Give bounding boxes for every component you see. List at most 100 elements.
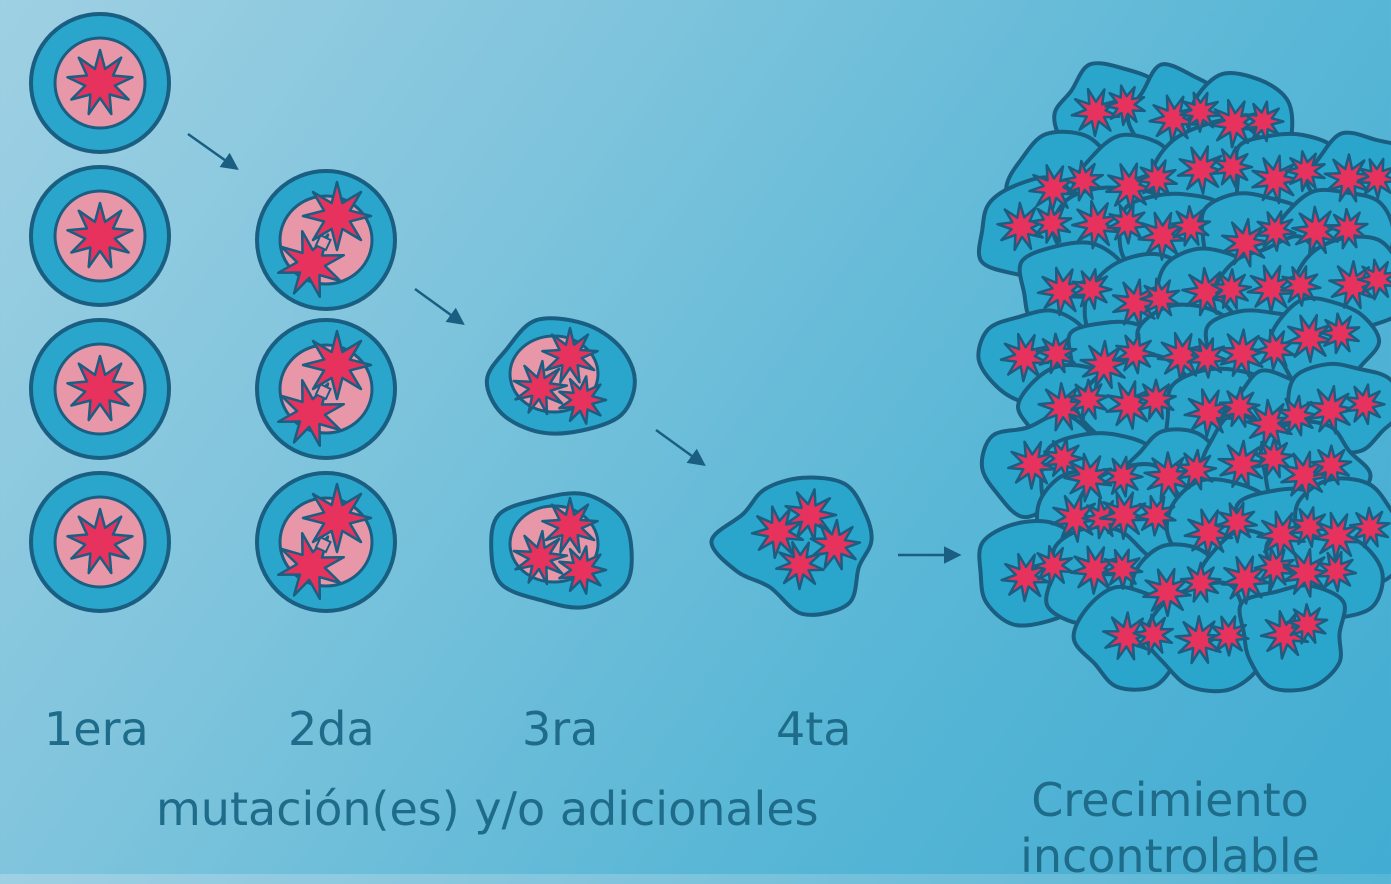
- mutation-star: [1183, 508, 1234, 558]
- mutation-star: [1252, 436, 1295, 479]
- mutation-star: [1137, 211, 1188, 261]
- mutation-star: [1244, 398, 1295, 449]
- mutation-star: [541, 496, 599, 554]
- tumor-cell-mutations: [1071, 199, 1149, 250]
- mutation-star: [1174, 615, 1225, 665]
- tumor-cell-mutations: [1291, 205, 1369, 256]
- mutation-star: [1179, 91, 1222, 133]
- tumor-cell-mutations: [1105, 158, 1178, 212]
- mutation-star: [558, 545, 608, 595]
- mutation-star: [1291, 205, 1341, 256]
- mutation-star: [1106, 203, 1149, 245]
- tumor-cell-mutations: [1142, 561, 1222, 618]
- mutation-star: [66, 48, 134, 116]
- tumor-cell-mutations: [1098, 490, 1177, 541]
- mutation-star: [1067, 378, 1110, 420]
- mutation-star: [1156, 331, 1207, 382]
- mutation-star: [1254, 210, 1297, 252]
- mutation-star: [1104, 84, 1147, 127]
- tumor-cell-mutations: [1282, 547, 1358, 598]
- tumor-cell-mutations: [1063, 452, 1144, 503]
- nucleus-fragment: [314, 383, 332, 401]
- mutation-star: [1310, 444, 1353, 486]
- mutation-star: [1253, 546, 1296, 589]
- mutation-star: [1070, 87, 1121, 138]
- tumor-cell-mutations: [1105, 378, 1177, 430]
- stage-2-cells: [255, 169, 397, 613]
- tumor-cell-mutations: [999, 332, 1078, 383]
- tumor-cell-mutations: [1143, 448, 1218, 501]
- mutation-star: [1323, 153, 1374, 203]
- tumor-cell-mutations: [1259, 603, 1329, 660]
- mutation-star: [1220, 217, 1271, 268]
- mutation-star: [1071, 199, 1121, 250]
- mutation-star: [1209, 98, 1259, 149]
- mutation-star: [1216, 501, 1258, 544]
- mutation-star: [1062, 159, 1105, 202]
- mutation-star: [775, 540, 825, 591]
- mutation-star: [1284, 150, 1326, 193]
- mutation-star: [1348, 506, 1391, 549]
- mutation-star: [1356, 258, 1391, 301]
- tumor-cell-mutations: [1280, 444, 1353, 501]
- tumor-cell-mutations: [1111, 277, 1181, 329]
- tumor-mass: [976, 61, 1391, 694]
- tumor-cell-mutations: [1156, 331, 1229, 382]
- mutation-star: [1142, 567, 1192, 618]
- tumor-cell-mutations: [1220, 210, 1297, 268]
- stage-label-1: 1era: [44, 702, 149, 756]
- mutation-star: [1114, 332, 1157, 375]
- growth-caption-line-2: incontrolable: [1020, 829, 1320, 883]
- mutation-star: [1139, 277, 1181, 320]
- mutated-cell: [255, 471, 397, 613]
- mutation-star: [1186, 337, 1229, 379]
- mutation-star: [1071, 268, 1113, 311]
- mutation-star: [1328, 260, 1378, 310]
- mutation-star: [1069, 545, 1120, 595]
- mutation-star: [1105, 162, 1155, 212]
- tumor-cell-mutations: [1328, 258, 1391, 310]
- mutation-star: [1183, 388, 1234, 438]
- mutation-star: [1007, 440, 1057, 490]
- abnormal-cell: [489, 491, 634, 610]
- mutation-star: [558, 375, 608, 425]
- mutation-star: [301, 482, 373, 554]
- mutation-star: [1280, 450, 1330, 501]
- tumor-cell-mutations: [1102, 611, 1175, 661]
- mutation-star: [1134, 494, 1177, 537]
- tumor-cell-mutations: [1217, 436, 1295, 490]
- tumor-cell-mutations: [996, 201, 1073, 252]
- tumor-cell-mutations: [1323, 153, 1391, 203]
- mutation-star: [1207, 615, 1250, 657]
- progression-arrow: [187, 132, 239, 171]
- mutation-star: [1315, 550, 1358, 593]
- mutation-star: [996, 201, 1046, 252]
- mutation-star: [66, 507, 134, 575]
- mutation-star: [1318, 312, 1361, 355]
- malignant-cell: [709, 475, 874, 617]
- stage-label-4: 4ta: [776, 702, 852, 756]
- mutation-star: [1211, 145, 1254, 188]
- mutation-star: [750, 505, 805, 560]
- growth-caption-line-1: Crecimiento: [1031, 773, 1309, 827]
- mutation-star: [1217, 328, 1268, 378]
- mutation-star: [1251, 154, 1301, 205]
- mutation-star: [1356, 157, 1391, 200]
- tumor-cell-mutations: [1036, 266, 1113, 317]
- mutation-star: [66, 354, 134, 422]
- tumor-cell-mutations: [1007, 437, 1085, 490]
- uncontrolled-growth-caption: Crecimiento incontrolable: [1000, 772, 1340, 884]
- tumor-cell-mutations: [1183, 501, 1258, 558]
- tumor-cell-mutations: [1284, 312, 1361, 364]
- stage-3-cells: [484, 316, 637, 610]
- mutation-star: [1176, 145, 1227, 195]
- mutation-star: [1279, 265, 1322, 307]
- mutation-star: [1035, 332, 1078, 375]
- stage-label-2: 2da: [288, 702, 375, 756]
- normal-cell: [29, 471, 171, 613]
- mutation-star: [1284, 313, 1335, 364]
- tumor-cell-mutations: [1174, 615, 1250, 665]
- mutation-star: [1311, 511, 1362, 562]
- mutation-star: [1276, 394, 1318, 437]
- mutation-star: [301, 180, 373, 252]
